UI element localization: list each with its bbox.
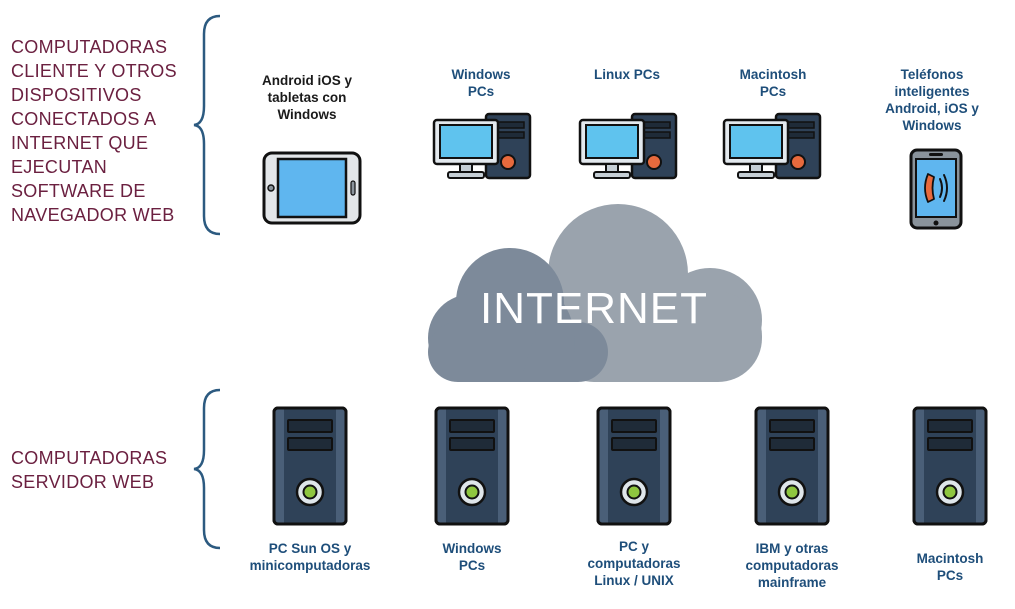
server-label-macintosh: Macintosh PCs bbox=[916, 551, 984, 583]
server-tower-icon bbox=[434, 406, 510, 526]
server-group-bracket bbox=[193, 388, 221, 550]
client-label-macintosh: Macintosh PCs bbox=[739, 67, 807, 99]
client-label-smartphones: Teléfonos inteligentes Android, iOS y Wi… bbox=[885, 67, 979, 133]
client-label-linux: Linux PCs bbox=[593, 67, 660, 82]
client-label-windows: Windows PCs bbox=[451, 67, 511, 99]
server-tower-icon bbox=[596, 406, 672, 526]
server-label-sunos: PC Sun OS y minicomputadoras bbox=[249, 541, 371, 573]
tablet-icon bbox=[262, 150, 362, 226]
internet-cloud-label: INTERNET bbox=[480, 284, 708, 333]
client-group-bracket bbox=[193, 14, 221, 236]
desktop-pc-icon bbox=[578, 112, 678, 182]
smartphone-icon bbox=[909, 148, 963, 230]
client-label-tablets: Android iOS y tabletas con Windows bbox=[261, 73, 352, 122]
server-label-mainframe: IBM y otras computadoras mainframe bbox=[745, 541, 839, 590]
desktop-pc-icon bbox=[722, 112, 822, 182]
server-tower-icon bbox=[754, 406, 830, 526]
internet-cloud-icon bbox=[428, 204, 762, 382]
server-label-windows: Windows PCs bbox=[442, 541, 502, 573]
server-label-linux-unix: PC y computadoras Linux / UNIX bbox=[587, 539, 681, 588]
server-tower-icon bbox=[272, 406, 348, 526]
desktop-pc-icon bbox=[432, 112, 532, 182]
server-tower-icon bbox=[912, 406, 988, 526]
client-group-label: COMPUTADORAS CLIENTE Y OTROS DISPOSITIVO… bbox=[11, 37, 177, 225]
server-group-label: COMPUTADORAS SERVIDOR WEB bbox=[11, 448, 168, 492]
